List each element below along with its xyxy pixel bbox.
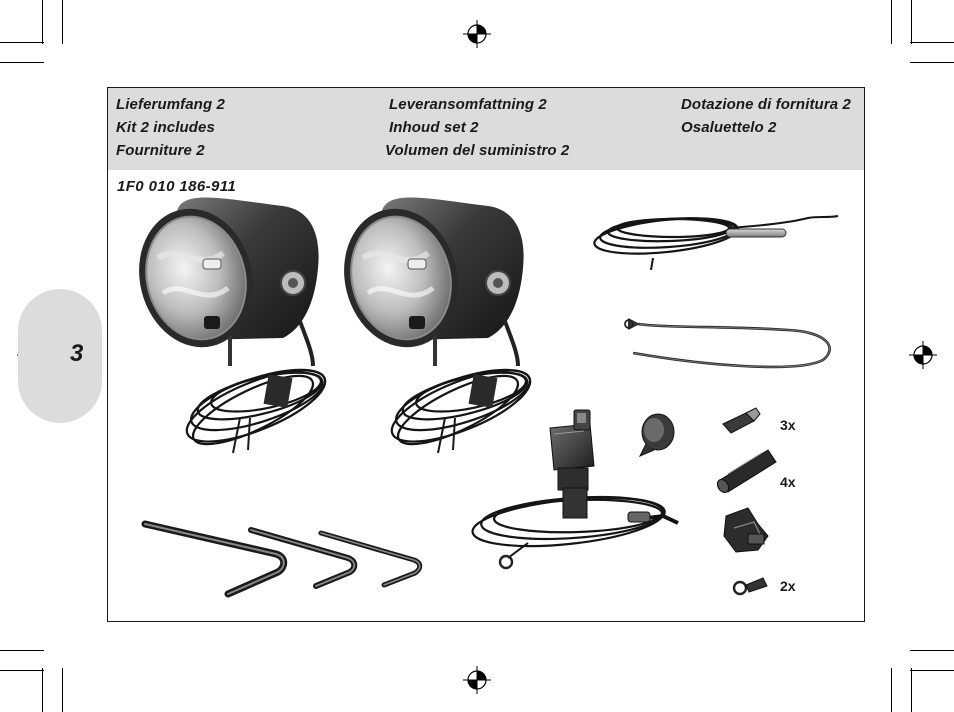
crop-mark	[911, 0, 912, 44]
crop-mark	[910, 650, 954, 651]
crop-mark	[911, 668, 912, 712]
header-col1-line2: Kit 2 includes	[116, 119, 215, 136]
crop-mark	[910, 62, 954, 63]
crop-mark	[0, 42, 44, 43]
crop-mark	[42, 668, 43, 712]
allen-key-large-icon	[141, 520, 288, 598]
grommet-icon	[638, 413, 675, 457]
registration-mark-icon	[909, 341, 937, 369]
header-col2-line3: Volumen del suministro 2	[385, 142, 570, 159]
registration-mark-icon	[463, 666, 491, 694]
header-band: Lieferumfang 2 Kit 2 includes Fourniture…	[108, 88, 864, 170]
relay-harness-icon	[471, 409, 679, 570]
part-number-label: 1F0 010 186-911	[117, 178, 237, 195]
crop-mark	[910, 42, 954, 43]
header-col2-line1: Leveransomfattning 2	[389, 96, 547, 113]
crop-mark	[42, 0, 43, 44]
ground-wire-icon	[624, 318, 831, 369]
header-col3-line1: Dotazione di fornitura 2	[681, 96, 851, 113]
ring-terminal-quantity: 2x	[780, 578, 796, 594]
crop-mark	[62, 668, 63, 712]
header-col3-line2: Osaluettelo 2	[681, 119, 777, 136]
allen-key-small-icon	[318, 530, 423, 588]
ring-terminal-icon	[732, 577, 768, 596]
crop-mark	[891, 668, 892, 712]
fuse-icon	[716, 449, 777, 494]
parts-illustration	[139, 197, 839, 598]
crop-mark	[62, 0, 63, 44]
allen-key-medium-icon	[248, 527, 358, 589]
connector-quantity: 3x	[780, 417, 796, 433]
cable-sleeve-icon	[725, 228, 787, 238]
crop-mark	[891, 0, 892, 44]
coiled-cable-icon	[593, 215, 839, 271]
page-number: 3	[70, 340, 84, 367]
kit-contents-panel: Lieferumfang 2 Kit 2 includes Fourniture…	[107, 87, 865, 622]
header-col2-line2: Inhoud set 2	[389, 119, 479, 136]
fog-lamp-left-icon	[139, 197, 327, 454]
header-col1-line1: Lieferumfang 2	[116, 96, 225, 113]
fuse-quantity: 4x	[780, 474, 796, 490]
registration-mark-icon	[463, 20, 491, 48]
crop-mark	[0, 650, 44, 651]
fog-lamp-right-icon	[344, 197, 532, 454]
connector-icon	[722, 407, 761, 434]
page-tab	[18, 289, 102, 423]
wire-clip-icon	[723, 507, 769, 553]
crop-mark	[0, 670, 44, 671]
crop-mark	[910, 670, 954, 671]
header-col1-line3: Fourniture 2	[116, 142, 205, 159]
crop-mark	[0, 62, 44, 63]
